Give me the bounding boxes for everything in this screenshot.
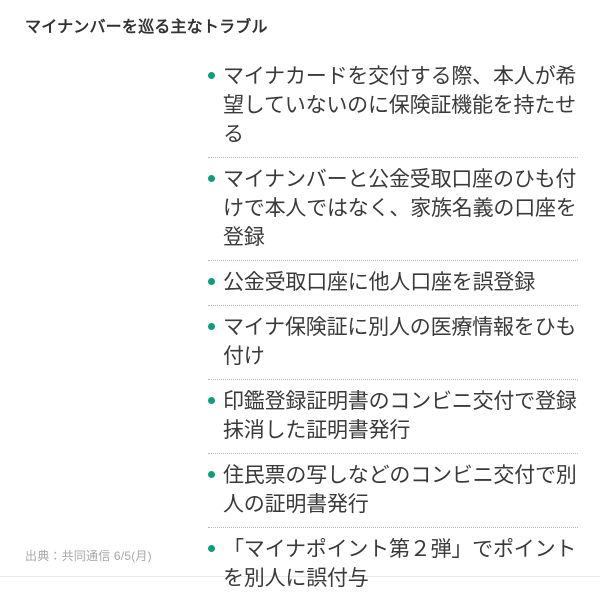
list-item: マイナ保険証に別人の医療情報をひも付け — [208, 306, 578, 380]
bullet-dot-icon — [208, 72, 215, 79]
list-item: 「マイナポイント第２弾」でポイントを別人に誤付与 — [208, 528, 578, 601]
list-item-label: 印鑑登録証明書のコンビニ交付で登録抹消した証明書発行 — [223, 390, 577, 442]
list-item: マイナカードを交付する際、本人が希望していないのに保険証機能を持たせる — [208, 55, 578, 158]
list-item: 住民票の写しなどのコンビニ交付で別人の証明書発行 — [208, 454, 578, 528]
bullet-dot-icon — [208, 175, 215, 182]
list-item-label: マイナ保険証に別人の医療情報をひも付け — [223, 316, 577, 368]
title-bar: マイナンバーを巡る主なトラブル — [0, 0, 600, 55]
bullet-dot-icon — [208, 471, 215, 478]
list-item: 公金受取口座に他人口座を誤登録 — [208, 261, 578, 306]
bullet-dot-icon — [208, 545, 215, 552]
bullet-dot-icon — [208, 278, 215, 285]
page-title: マイナンバーを巡る主なトラブル — [25, 18, 268, 36]
list-item-label: マイナカードを交付する際、本人が希望していないのに保険証機能を持たせる — [223, 65, 577, 146]
list-item-label: マイナンバーと公金受取口座のひも付けで本人ではなく、家族名義の口座を登録 — [223, 168, 577, 249]
trouble-list: マイナカードを交付する際、本人が希望していないのに保険証機能を持たせる マイナン… — [208, 55, 578, 601]
list-item: 印鑑登録証明書のコンビニ交付で登録抹消した証明書発行 — [208, 380, 578, 454]
bullet-dot-icon — [208, 397, 215, 404]
list-item: マイナンバーと公金受取口座のひも付けで本人ではなく、家族名義の口座を登録 — [208, 158, 578, 261]
source-attribution: 出典：共同通信 6/5(月) — [25, 549, 152, 563]
list-item-label: 「マイナポイント第２弾」でポイントを別人に誤付与 — [223, 538, 577, 590]
list-item-label: 住民票の写しなどのコンビニ交付で別人の証明書発行 — [223, 464, 577, 516]
list-item-label: 公金受取口座に他人口座を誤登録 — [223, 271, 535, 294]
bullet-dot-icon — [208, 323, 215, 330]
